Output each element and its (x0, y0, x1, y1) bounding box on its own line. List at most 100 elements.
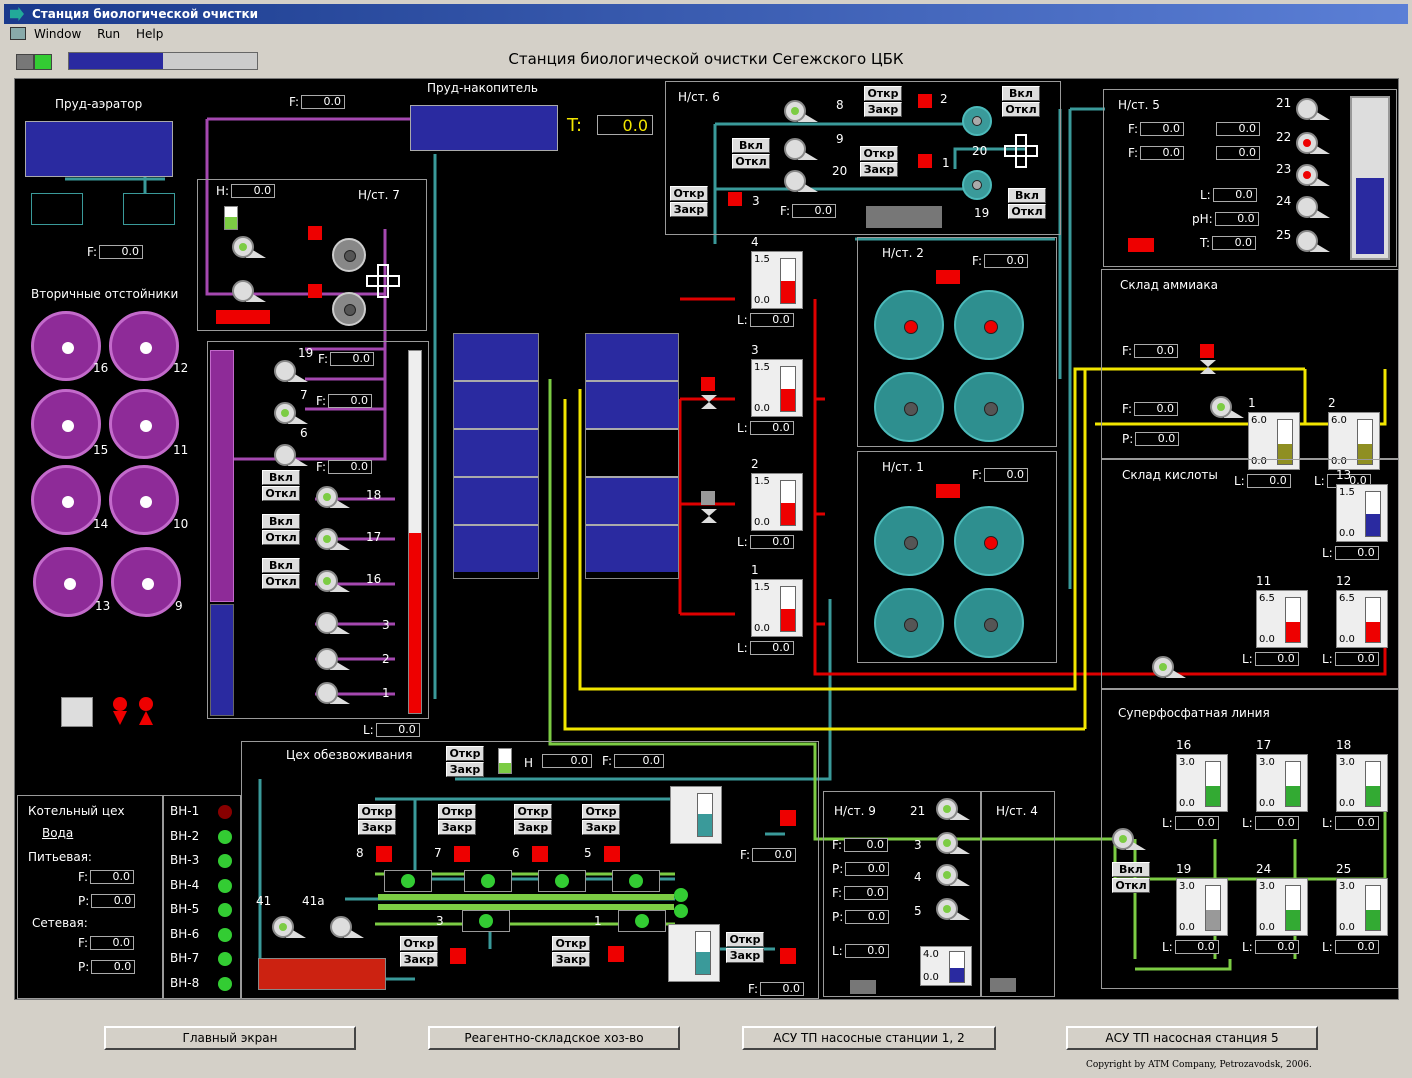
ns1-aerator-2[interactable] (954, 506, 1024, 576)
vn-item[interactable]: ВН-5 (170, 902, 236, 920)
ns6-pump-9[interactable] (784, 138, 818, 160)
ns6-pump-8[interactable] (784, 100, 818, 122)
ns1-aerator-3[interactable] (874, 588, 944, 658)
ns7-mixer-1[interactable] (332, 238, 366, 272)
ns5-pump-24[interactable] (1296, 196, 1330, 218)
pump-16[interactable] (316, 570, 350, 592)
ns5-pump-21[interactable] (1296, 98, 1330, 120)
pump-41a[interactable] (330, 916, 364, 938)
arrow-down-icon[interactable] (113, 697, 129, 727)
ns7-mixer-2[interactable] (332, 292, 366, 326)
ns1-aerator-1[interactable] (874, 506, 944, 576)
clarifier-14[interactable] (31, 465, 101, 535)
arrow-up-icon[interactable] (139, 697, 155, 727)
clarifier-11[interactable] (109, 389, 179, 459)
superphos-pump[interactable] (1112, 828, 1146, 850)
clarifier-9[interactable] (111, 547, 181, 617)
pump-41[interactable] (272, 916, 306, 938)
ns7-pump-2[interactable] (232, 280, 266, 302)
pump-3[interactable] (316, 612, 350, 634)
pump-1[interactable] (316, 682, 350, 704)
press-5[interactable] (612, 870, 660, 892)
ns2-aerator-4[interactable] (954, 372, 1024, 442)
ammonia-pump[interactable] (1210, 396, 1244, 418)
clarifier-16[interactable] (31, 311, 101, 381)
pump-18[interactable] (316, 486, 350, 508)
nav-pump-stations-12-button[interactable]: АСУ ТП насосные станции 1, 2 (742, 1026, 996, 1050)
clarifier-10[interactable] (109, 465, 179, 535)
vn-item[interactable]: ВН-1 (170, 804, 236, 822)
valve[interactable] (701, 509, 717, 523)
window-menu-icon[interactable] (10, 27, 26, 40)
reset-button[interactable] (61, 697, 93, 727)
press-3[interactable] (462, 910, 510, 932)
acid-pump[interactable] (1152, 656, 1186, 678)
ns5-pump-25[interactable] (1296, 230, 1330, 252)
pump-17[interactable] (316, 528, 350, 550)
ns9-pump-4[interactable] (936, 864, 970, 886)
pump-6[interactable] (274, 444, 308, 466)
press-8[interactable] (384, 870, 432, 892)
press-1[interactable] (618, 910, 666, 932)
vn-item[interactable]: ВН-6 (170, 927, 236, 945)
vn-item[interactable]: ВН-2 (170, 829, 236, 847)
press-7[interactable] (464, 870, 512, 892)
ns5-pump-23[interactable] (1296, 164, 1330, 186)
ns2-aerator-3[interactable] (874, 372, 944, 442)
ns6-pump-20[interactable] (784, 170, 818, 192)
ns6-mixer-1[interactable] (962, 106, 992, 136)
menu-run[interactable]: Run (97, 27, 121, 41)
vn-item[interactable]: ВН-7 (170, 951, 236, 969)
ns5-pump-22[interactable] (1296, 132, 1330, 154)
ns6-mixer-2[interactable] (962, 170, 992, 200)
ns7-pump-1[interactable] (232, 236, 266, 258)
ns2-aerator-1[interactable] (874, 290, 944, 360)
clarifier-12[interactable] (109, 311, 179, 381)
ammonia-valve[interactable] (1200, 360, 1216, 374)
boiler-water-link[interactable]: Вода (42, 826, 74, 840)
vn-item[interactable]: ВН-8 (170, 976, 236, 994)
ns9-pump-21[interactable] (936, 798, 970, 820)
ns1-aerator-4[interactable] (954, 588, 1024, 658)
ns9-pump-5[interactable] (936, 898, 970, 920)
menu-help[interactable]: Help (136, 27, 164, 41)
nav-reagents-button[interactable]: Реагентно-складское хоз-во (428, 1026, 680, 1050)
pump-2[interactable] (316, 648, 350, 670)
ns9-pump-3[interactable] (936, 832, 970, 854)
valve[interactable] (701, 395, 717, 409)
pump-7[interactable] (274, 402, 308, 424)
vn-item[interactable]: ВН-4 (170, 878, 236, 896)
